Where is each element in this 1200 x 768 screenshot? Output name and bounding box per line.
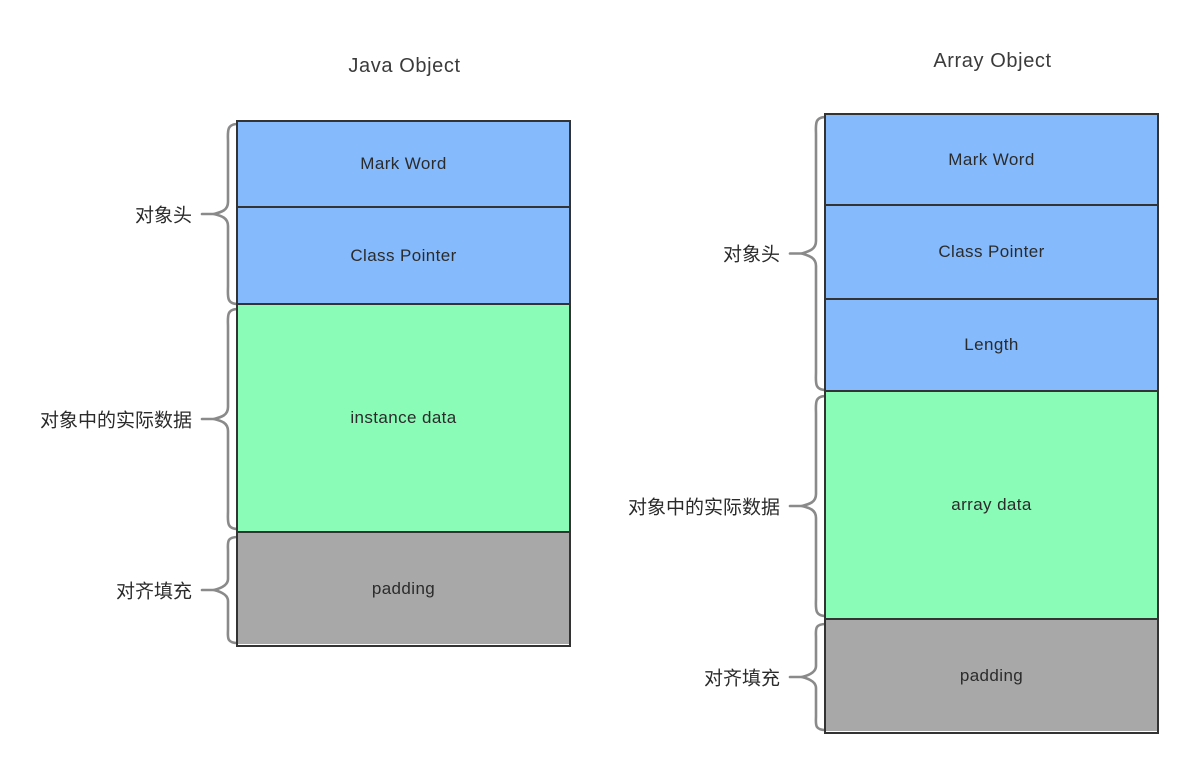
array-object-segment-mark-word[interactable]: Mark Word xyxy=(826,115,1157,206)
java-object-segment-padding[interactable]: padding xyxy=(238,533,569,644)
java-object-brace-label-object-header: 对象头 xyxy=(134,205,192,227)
segment-label: Mark Word xyxy=(948,149,1035,169)
java-object-title: Java Object xyxy=(348,55,461,77)
segment-label: Length xyxy=(964,335,1019,354)
segment-label: instance data xyxy=(350,408,457,427)
array-object-brace-label-object-header: 对象头 xyxy=(722,244,780,266)
segment-label: Mark Word xyxy=(360,154,447,173)
java-object-brace-label-alignment-padding: 对齐填充 xyxy=(115,581,192,603)
java-object-segment-class-pointer[interactable]: Class Pointer xyxy=(238,208,569,305)
array-object-segment-array-data[interactable]: array data xyxy=(826,392,1157,620)
java-object-brace-label-instance-data: 对象中的实际数据 xyxy=(39,410,192,432)
java-object-segment-mark-word[interactable]: Mark Word xyxy=(238,122,569,208)
curly-brace-icon xyxy=(788,115,828,392)
array-object-brace-label-alignment-padding: 对齐填充 xyxy=(703,668,780,690)
array-object-segment-class-pointer[interactable]: Class Pointer xyxy=(826,206,1157,300)
java-object-segment-instance-data[interactable]: instance data xyxy=(238,305,569,533)
array-object-brace-label-instance-data: 对象中的实际数据 xyxy=(627,497,780,519)
segment-label: Class Pointer xyxy=(350,245,457,265)
curly-brace-icon xyxy=(200,122,240,306)
curly-brace-icon xyxy=(200,307,240,531)
segment-label: Class Pointer xyxy=(938,242,1045,261)
segment-label: padding xyxy=(959,665,1024,685)
array-object-segment-length[interactable]: Length xyxy=(826,300,1157,392)
java-object-memory-stack: Mark Word Class Pointer instance data pa… xyxy=(236,120,571,647)
array-object-segment-padding[interactable]: padding xyxy=(826,620,1157,731)
curly-brace-icon xyxy=(788,394,828,618)
curly-brace-icon xyxy=(788,622,828,732)
array-object-memory-stack: Mark Word Class Pointer Length array dat… xyxy=(824,113,1159,734)
segment-label: padding xyxy=(371,578,436,598)
segment-label: array data xyxy=(951,495,1032,514)
curly-brace-icon xyxy=(200,535,240,645)
array-object-title: Array Object xyxy=(933,50,1052,72)
